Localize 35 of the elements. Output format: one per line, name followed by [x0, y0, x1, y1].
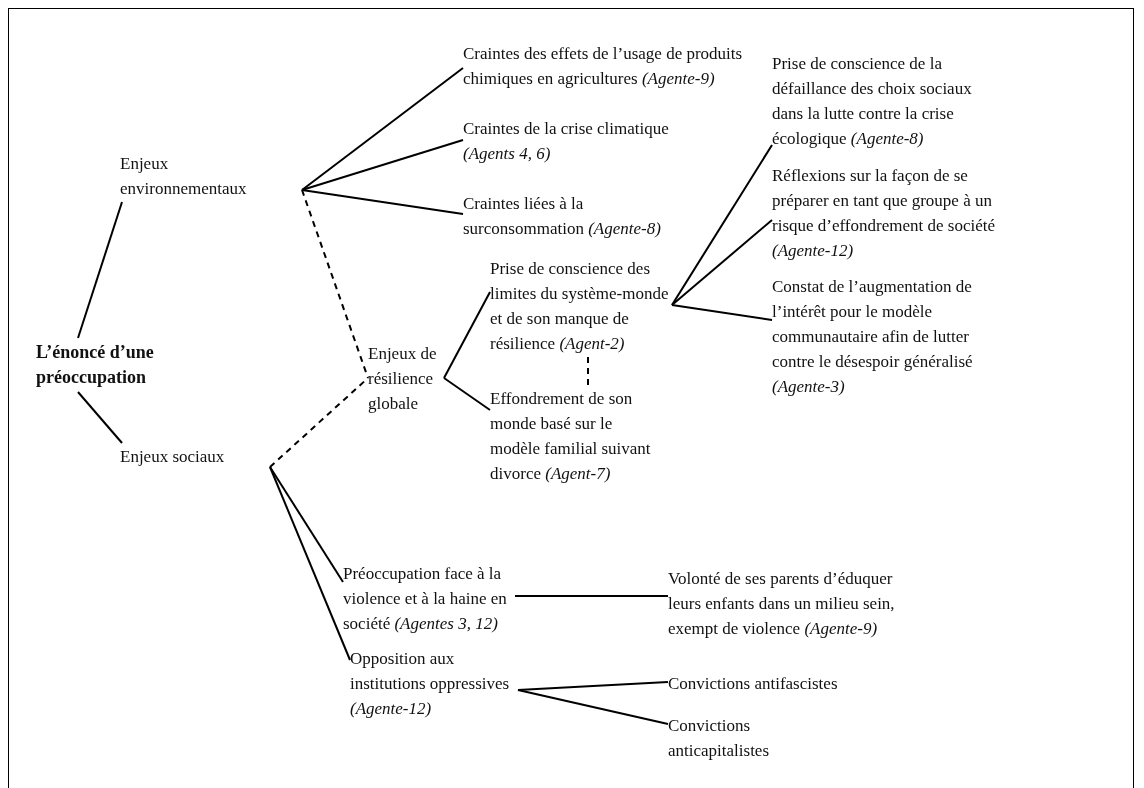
connector-line: [517, 689, 669, 725]
connector-line: [671, 304, 773, 321]
connector-line: [77, 201, 123, 339]
branch-text: Prise de conscience de la défaillance des choix sociaux dans la lutte contre la crise écologique (Agente-8): [772, 50, 1012, 152]
connector-line: [301, 139, 464, 191]
branch-text: Réflexions sur la façon de se préparer en tant que groupe à un risque d’effondrement de société (Agente-12): [772, 162, 1022, 264]
connector-line: [443, 291, 491, 379]
branch-text: Prise de conscience des limites du système-monde et de son manque de résilience (Agent-2): [490, 255, 672, 357]
branch-text: Enjeux environnementaux: [120, 150, 302, 202]
branch-text: Enjeux sociaux: [120, 443, 270, 469]
connector-line: [301, 67, 464, 191]
branch-text: Effondrement de son monde basé sur le modèle familial suivant divorce (Agent-7): [490, 385, 730, 487]
branch-text: Enjeux de résilience globale: [368, 338, 444, 418]
branch-text: Craintes de la crise climatique (Agents 4, 6): [463, 115, 723, 167]
connector-line: [301, 189, 464, 215]
branch-text: Craintes liées à la surconsommation (Agente-8): [463, 190, 723, 242]
dashed-connector: [269, 377, 369, 468]
branch-text: Opposition aux institutions oppressives (Agente-12): [350, 645, 518, 722]
connector-line: [514, 595, 669, 597]
root-heading: L’énoncé d’une préoccupation: [36, 338, 186, 392]
dashed-connector: [301, 189, 369, 379]
connector-line: [671, 219, 773, 306]
connector-line: [443, 377, 491, 411]
connector-line: [77, 391, 123, 444]
connector-line: [517, 681, 669, 691]
connector-line: [269, 466, 344, 583]
branch-text: Convictions anticapitalistes: [668, 712, 868, 764]
branch-text: Constat de l’augmentation de l’intérêt pour le modèle communautaire afin de lutter contre le désespoir généralisé (Agente-3): [772, 272, 1022, 400]
dashed-connector: [587, 356, 589, 386]
branch-text: Convictions antifascistes: [668, 670, 888, 696]
branch-text: Craintes des effets de l’usage de produits chimiques en agricultures (Agente-9): [463, 40, 763, 92]
branch-text: Préoccupation face à la violence et à la haine en société (Agentes 3, 12): [343, 560, 515, 637]
connector-line: [671, 144, 773, 306]
branch-text: Volonté de ses parents d’éduquer leurs enfants dans un milieu sein, exempt de violence (Agente-9): [668, 565, 938, 642]
connector-line: [269, 466, 351, 661]
